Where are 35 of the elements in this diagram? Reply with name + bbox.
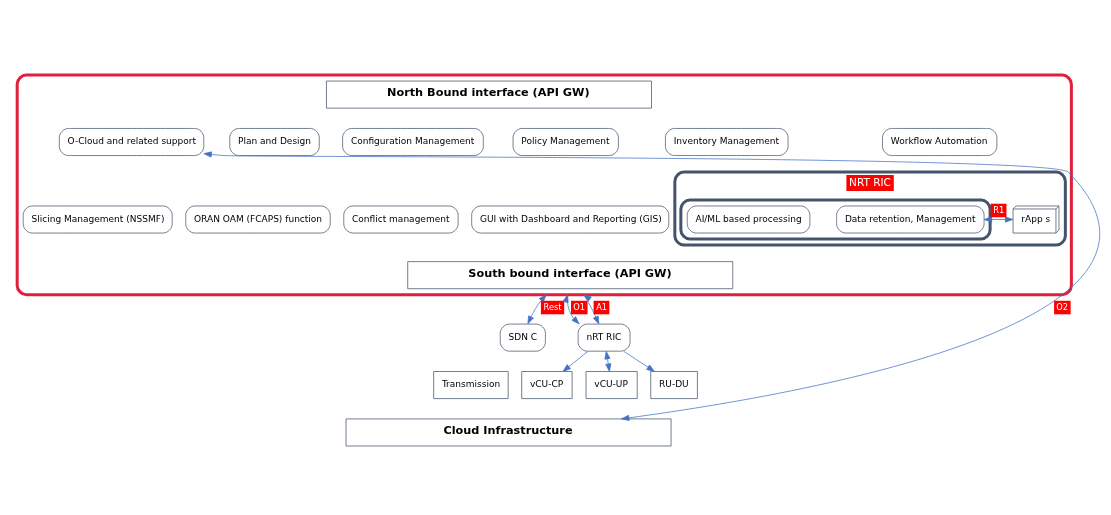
node-box: SDN C: [499, 323, 546, 352]
node-box: Data retention, Management: [836, 205, 985, 234]
arrow: [583, 294, 600, 325]
node-box: Policy Management: [512, 128, 619, 156]
node-box: GUI with Dashboard and Reporting (GIS): [471, 205, 670, 234]
arrow: [527, 294, 547, 325]
node-box: ORAN OAM (FCAPS) function: [185, 205, 331, 234]
arrow: [623, 351, 655, 372]
node-box: Conflict management: [343, 205, 459, 234]
edge-label: A1: [596, 301, 608, 312]
arrow: [983, 216, 1014, 223]
node-box: RU-DU: [650, 371, 698, 399]
edge-label: R1: [993, 204, 1005, 215]
node-box: Transmission: [433, 371, 509, 399]
node-box: Configuration Management: [342, 128, 484, 156]
arrow: [562, 294, 580, 325]
arrow: [203, 151, 1100, 421]
node-box: South bound interface (API GW): [407, 261, 734, 290]
node-box: nRT RIC: [577, 323, 631, 352]
cluster: [15, 73, 1073, 297]
node-box: Inventory Management: [665, 128, 789, 156]
edge-label: O1: [573, 301, 586, 312]
edge-label: O2: [1056, 301, 1069, 312]
edge-label: Rest: [543, 301, 562, 312]
node-box: vCU-CP: [521, 371, 573, 399]
arrow: [604, 351, 612, 372]
node-box: Plan and Design: [229, 128, 320, 156]
node-box: vCU-UP: [585, 371, 638, 399]
node-box: Workflow Automation: [882, 128, 998, 156]
node-box: North Bound interface (API GW): [326, 80, 652, 109]
node-box: Slicing Management (NSSMF): [22, 205, 173, 234]
node-box: AI/ML based processing: [686, 205, 811, 234]
arrow: [562, 351, 589, 372]
node-box: O-Cloud and related support: [58, 128, 205, 156]
node-box: Cloud Infrastructure: [345, 418, 672, 447]
